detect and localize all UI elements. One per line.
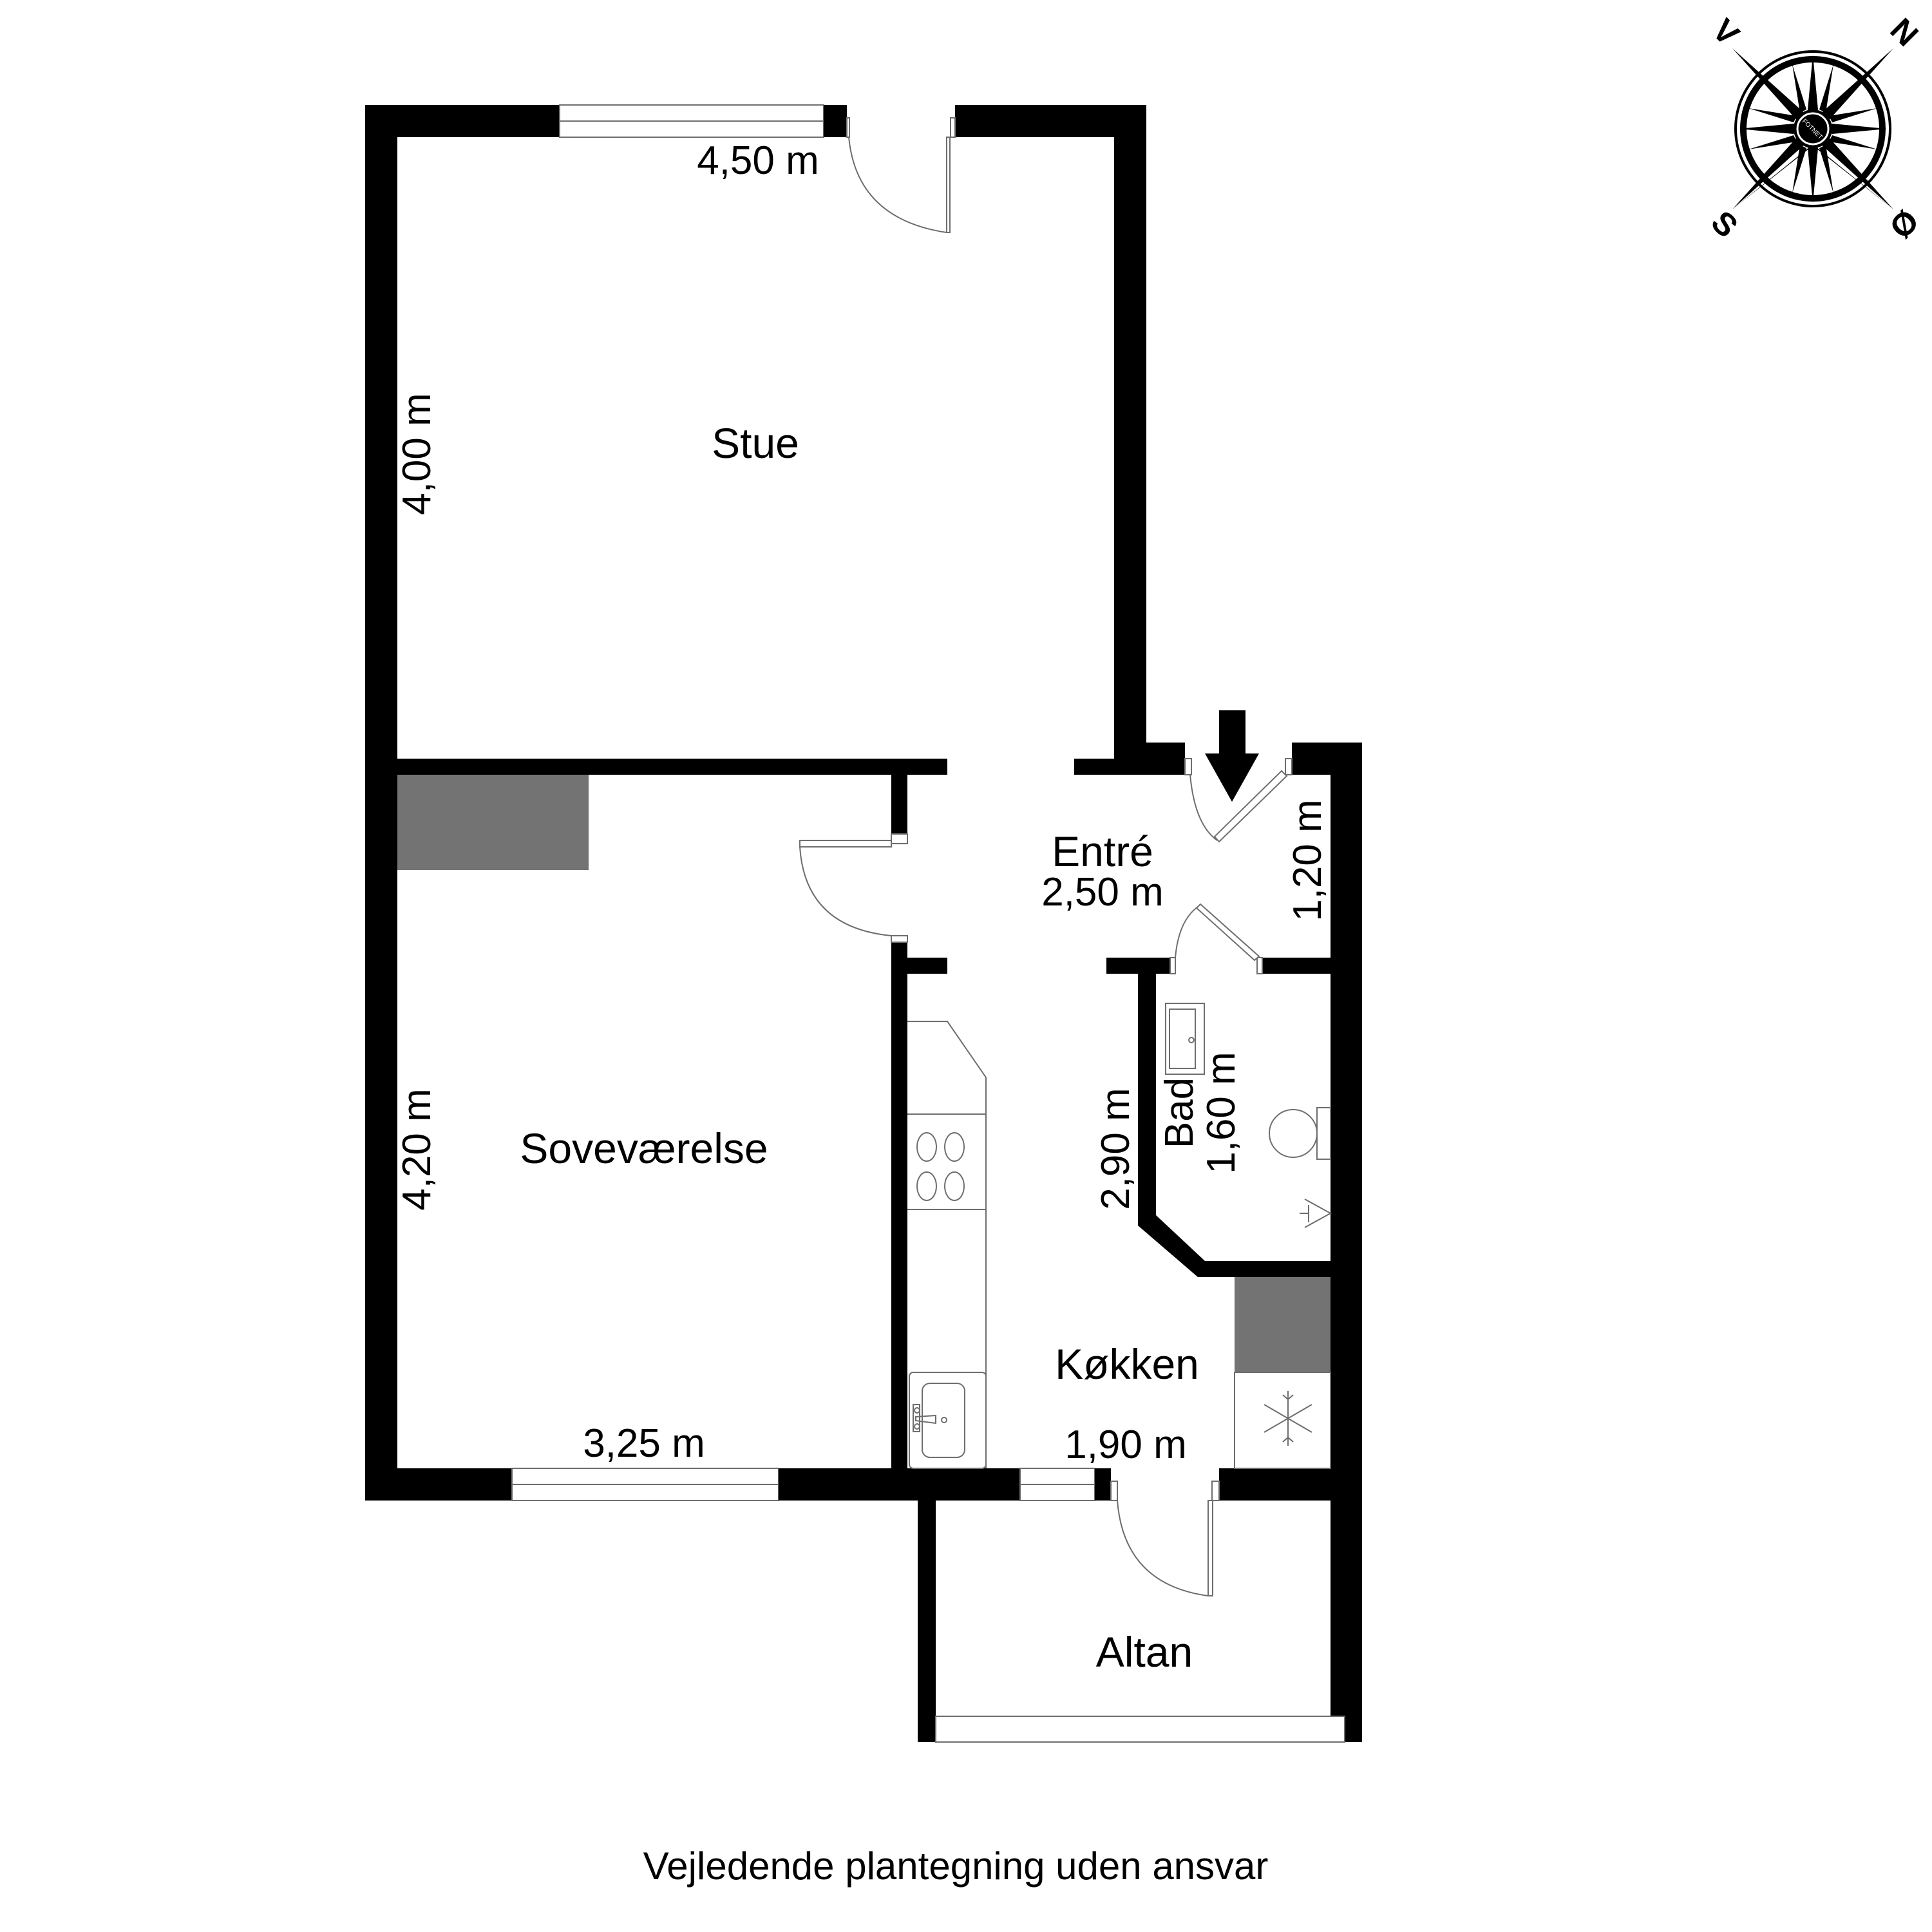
entrance-arrow-icon bbox=[1205, 710, 1259, 802]
kitchen-cabinet bbox=[1235, 1277, 1331, 1372]
footer-disclaimer: Vejledende plantegning uden ansvar bbox=[643, 1844, 1269, 1888]
fridge bbox=[1234, 1372, 1331, 1469]
stove-icon bbox=[916, 1132, 965, 1201]
room-label-stue: Stue bbox=[712, 419, 799, 467]
toilet-icon bbox=[1269, 1107, 1331, 1160]
dimension-entre-length: 1,20 m bbox=[1285, 799, 1330, 922]
room-label-altan: Altan bbox=[1095, 1628, 1193, 1676]
kitchen-sink-icon bbox=[909, 1372, 987, 1469]
compass-icon: FOTNET bbox=[1732, 48, 1893, 209]
bathroom-sink-icon bbox=[1165, 1003, 1205, 1075]
dimension-sovevaerelse-width: 3,25 m bbox=[583, 1421, 705, 1466]
room-label-kokken: Køkken bbox=[1055, 1340, 1199, 1388]
dimension-stue-width: 4,50 m bbox=[697, 138, 819, 183]
dimension-entre-width: 2,50 m bbox=[1041, 870, 1164, 914]
dimension-sovevaerelse-length: 4,20 m bbox=[395, 1088, 439, 1211]
closet bbox=[397, 775, 589, 870]
dimension-kokken-length: 2,90 m bbox=[1094, 1088, 1138, 1210]
room-label-bad: Bad bbox=[1157, 1077, 1202, 1149]
walls bbox=[365, 104, 1362, 1743]
doors bbox=[799, 117, 1293, 1596]
fixtures bbox=[397, 775, 1332, 1469]
dimension-stue-length: 4,00 m bbox=[395, 393, 439, 515]
dimension-kokken-width: 1,90 m bbox=[1065, 1423, 1187, 1467]
room-label-entre: Entré bbox=[1052, 828, 1153, 875]
kitchen-counter bbox=[907, 1021, 987, 1468]
compass-rose: FOTNET V N S Ø bbox=[1694, 6, 1926, 245]
room-label-sovevaerelse: Soveværelse bbox=[520, 1124, 768, 1172]
dimension-bad-size: 1,60 m bbox=[1199, 1052, 1244, 1174]
shower-icon bbox=[1300, 1198, 1332, 1228]
snowflake-icon bbox=[1264, 1391, 1312, 1446]
